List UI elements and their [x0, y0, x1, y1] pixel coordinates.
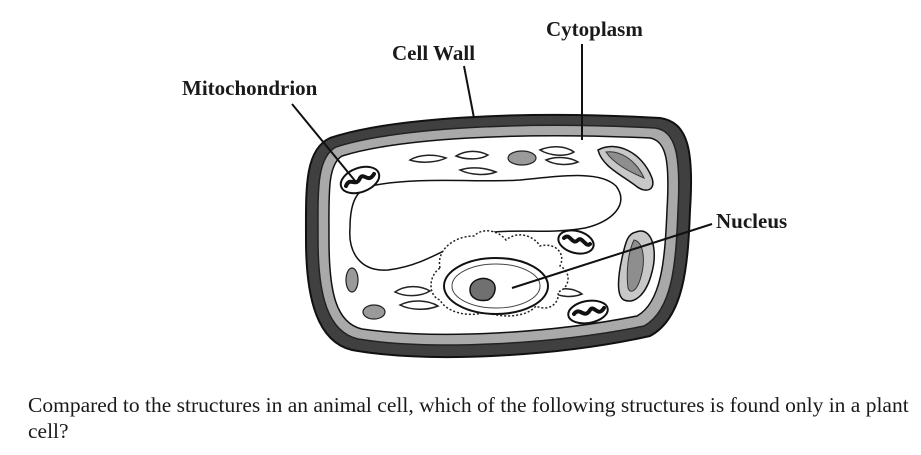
- nucleolus: [469, 277, 496, 302]
- label-mitochondrion: Mitochondrion: [182, 76, 318, 100]
- plant-cell-diagram: Cell Wall Cytoplasm Mitochondrion Nucleu…: [182, 17, 787, 359]
- mitochondrion-middle: [557, 229, 595, 255]
- vacuole: [349, 174, 622, 271]
- label-nucleus: Nucleus: [716, 209, 787, 233]
- label-cytoplasm: Cytoplasm: [546, 17, 643, 41]
- leader-line-mitochondrion: [291, 103, 357, 183]
- chloroplast-right: [617, 230, 655, 302]
- mitochondrion-bottom: [567, 299, 609, 325]
- leader-line-cell-wall: [463, 65, 475, 119]
- chloroplast-top-right: [597, 145, 654, 191]
- mitochondrion-left: [339, 165, 381, 195]
- question-text: Compared to the structures in an animal …: [28, 393, 909, 443]
- nucleus-structure: [430, 230, 569, 317]
- leader-line-nucleus: [511, 223, 713, 289]
- vesicles: [345, 150, 537, 320]
- label-cell-wall: Cell Wall: [392, 41, 475, 65]
